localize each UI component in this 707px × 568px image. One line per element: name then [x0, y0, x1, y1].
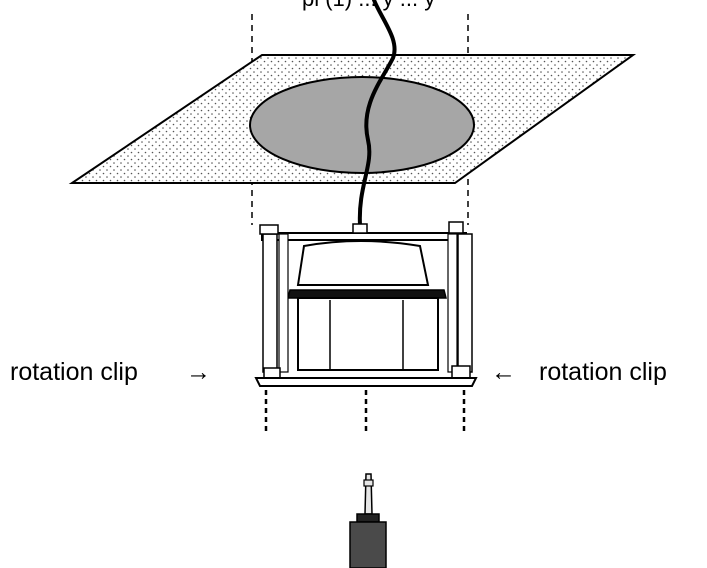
- ceiling-speaker-icon: [254, 221, 478, 387]
- screwdriver-ferrule: [356, 513, 380, 523]
- speaker-post-left-inner: [278, 233, 289, 373]
- rotation-clip-left: [263, 367, 281, 379]
- arrow-right-icon: →: [186, 358, 211, 386]
- speaker-top-rim: [261, 232, 467, 241]
- top-caption-fragment: pl (1) ... y ... y: [302, 0, 435, 11]
- speaker-bottom-flange: [254, 377, 478, 387]
- ceiling-cutout: [249, 76, 475, 174]
- screwdriver-icon: [349, 473, 387, 568]
- speaker-post-left: [262, 233, 278, 373]
- screw-head-top-right: [448, 221, 464, 234]
- speaker-cable: [357, 0, 397, 227]
- ceiling-panel-icon: [68, 54, 637, 184]
- speaker-post-right-inner: [457, 233, 473, 373]
- alignment-guides-bottom: [264, 390, 466, 434]
- arrow-left-icon: ←: [491, 358, 516, 386]
- alignment-guides-top: [251, 14, 469, 225]
- screwdriver-shaft-tip: [363, 479, 374, 487]
- speaker-dome: [296, 240, 430, 286]
- rotation-clip-right: [451, 365, 471, 379]
- speaker-body: [297, 297, 439, 371]
- label-rotation-clip-left: rotation clip: [10, 358, 138, 386]
- speaker-gasket-ring: [287, 289, 447, 299]
- label-rotation-clip-right: rotation clip: [539, 358, 667, 386]
- screw-head-top-left: [259, 224, 279, 235]
- cable-connector: [352, 223, 368, 234]
- screwdriver-handle: [349, 521, 387, 568]
- speaker-post-right: [447, 233, 458, 373]
